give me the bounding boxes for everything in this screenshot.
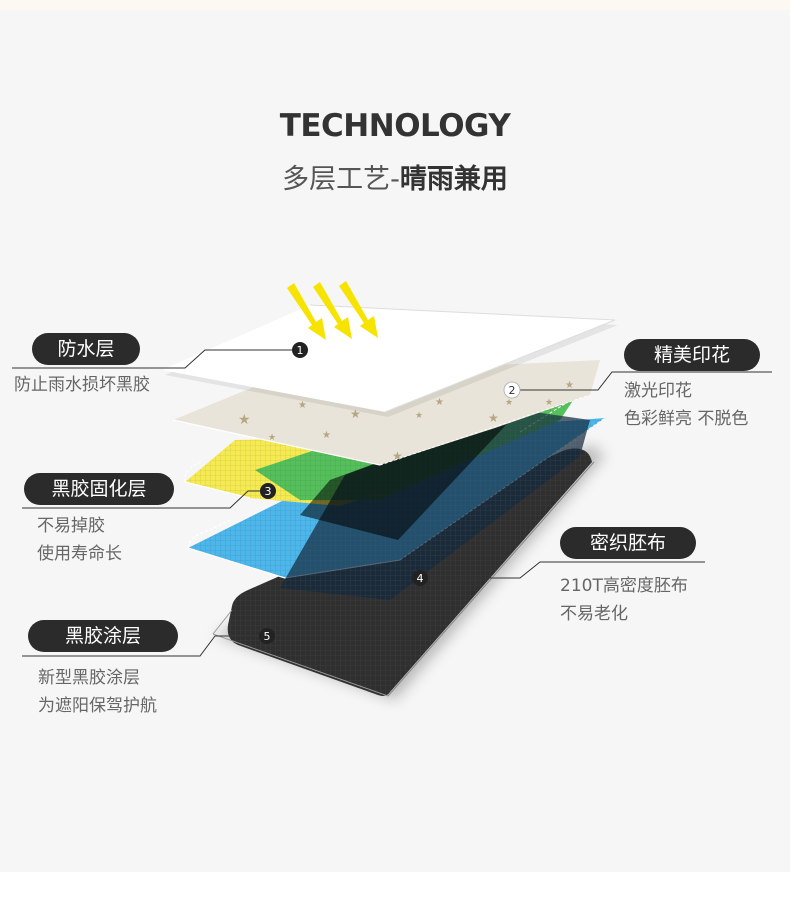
subtitle-light: 多层工艺-: [282, 164, 400, 195]
marker-5: 5: [259, 628, 275, 644]
desc-print-line-1: 激光印花: [624, 381, 692, 401]
desc-black-coating-line-1: 新型黑胶涂层: [38, 668, 140, 688]
bottom-strip: [0, 872, 790, 906]
desc-glue-curing: 不易掉胶 使用寿命长: [37, 512, 122, 568]
top-strip: [0, 0, 790, 10]
desc-woven-base: 210T高密度胚布 不易老化: [560, 572, 688, 628]
desc-print-line-2: 色彩鲜亮 不脱色: [624, 409, 749, 429]
svg-text:★: ★: [565, 380, 574, 391]
desc-black-coating-line-2: 为遮阳保驾护航: [38, 696, 157, 716]
marker-2: 2: [503, 381, 521, 399]
marker-4-label: 4: [417, 572, 424, 585]
label-waterproof: 防水层: [32, 333, 140, 365]
marker-4: 4: [412, 570, 428, 586]
svg-text:★: ★: [298, 400, 307, 411]
svg-text:★: ★: [238, 412, 251, 428]
layer-waterproof: [162, 304, 618, 417]
marker-1-label: 1: [297, 344, 304, 357]
label-glue-curing: 黑胶固化层: [24, 473, 174, 505]
svg-text:★: ★: [415, 411, 423, 421]
svg-text:★: ★: [488, 411, 499, 425]
star-pattern-icon: ★ ★ ★ ★ ★ ★ ★ ★ ★ ★ ★ ★: [238, 380, 574, 463]
svg-text:★: ★: [545, 398, 553, 408]
svg-text:★: ★: [435, 397, 444, 408]
marker-3: 3: [260, 483, 276, 499]
label-woven-base: 密织胚布: [560, 527, 696, 559]
label-print: 精美印花: [624, 339, 760, 371]
svg-text:★: ★: [350, 407, 361, 421]
sun-ray-arrow-icon: [287, 281, 378, 340]
page-subtitle: 多层工艺-晴雨兼用: [0, 157, 790, 196]
desc-waterproof: 防止雨水损坏黑胶: [14, 371, 150, 399]
subtitle-bold: 晴雨兼用: [399, 164, 508, 195]
desc-print: 激光印花 色彩鲜亮 不脱色: [624, 377, 748, 433]
svg-text:★: ★: [268, 433, 276, 443]
label-black-coating: 黑胶涂层: [28, 620, 178, 652]
desc-glue-curing-line-1: 不易掉胶: [37, 516, 105, 536]
svg-text:★: ★: [392, 449, 403, 463]
marker-1: 1: [292, 342, 308, 358]
marker-3-label: 3: [265, 485, 272, 498]
desc-woven-base-line-1: 210T高密度胚布: [560, 576, 688, 596]
desc-waterproof-line-1: 防止雨水损坏黑胶: [14, 375, 150, 395]
layer-dark-overlay: [280, 410, 590, 600]
marker-5-label: 5: [264, 630, 271, 643]
marker-2-label: 2: [509, 384, 516, 397]
svg-text:★: ★: [505, 398, 513, 408]
desc-black-coating: 新型黑胶涂层 为遮阳保驾护航: [38, 664, 157, 720]
desc-glue-curing-line-2: 使用寿命长: [37, 544, 122, 564]
page-title: TECHNOLOGY: [279, 108, 511, 144]
desc-woven-base-line-2: 不易老化: [560, 604, 628, 624]
leader-lines: [12, 349, 772, 657]
svg-text:★: ★: [322, 430, 331, 441]
